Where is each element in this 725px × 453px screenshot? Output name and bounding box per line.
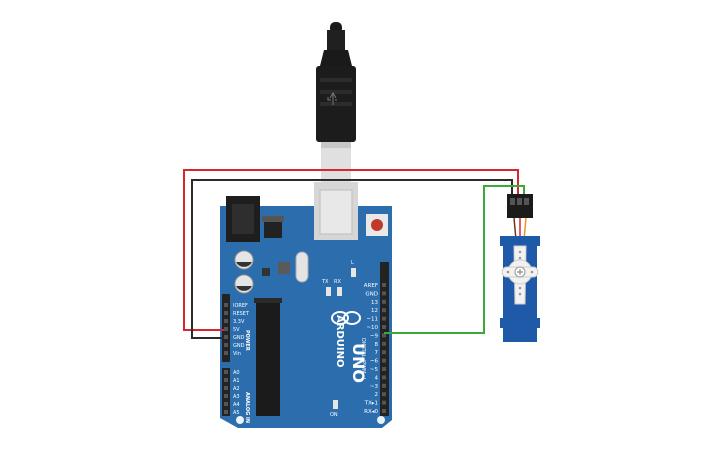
led-l (351, 268, 356, 277)
power-pin[interactable] (224, 311, 228, 315)
digital-pin-label: 4 (375, 375, 379, 381)
digital-pin[interactable] (382, 358, 386, 363)
led-rx (337, 287, 342, 296)
power-pin-label: RESET (233, 311, 250, 317)
analog-pin-label: A2 (233, 386, 240, 392)
digital-pin-label: ~3 (370, 384, 379, 390)
power-pin[interactable] (224, 327, 228, 331)
power-pin[interactable] (224, 343, 228, 347)
power-pin-label: GND (233, 335, 245, 341)
analog-header-label: ANALOG IN (244, 392, 250, 423)
digital-pin[interactable] (382, 400, 386, 405)
wires (183, 169, 525, 339)
led-rx-label: RX (334, 279, 341, 285)
digital-pin[interactable] (382, 291, 386, 296)
power-pin[interactable] (224, 303, 228, 307)
power-pin-label: GND (233, 343, 245, 349)
digital-pin[interactable] (382, 392, 386, 397)
digital-pin[interactable] (382, 341, 386, 346)
power-pin[interactable] (224, 335, 228, 339)
digital-pin[interactable] (382, 308, 386, 313)
usb-symbol-icon (327, 92, 337, 105)
digital-pin[interactable] (382, 383, 386, 388)
led-tx-label: TX (321, 279, 329, 285)
analog-pin[interactable] (224, 370, 228, 374)
analog-pin[interactable] (224, 410, 228, 414)
power-pin-label: 3.3V (233, 319, 245, 325)
led-tx (326, 287, 331, 296)
analog-pin-label: A0 (233, 370, 240, 376)
digital-pin[interactable] (382, 299, 386, 304)
usb-cable[interactable] (316, 22, 356, 182)
analog-pin[interactable] (224, 394, 228, 398)
digital-pin-label: ~6 (370, 359, 379, 365)
crystal-oscillator (295, 251, 309, 283)
digital-pin[interactable] (382, 350, 386, 355)
digital-pin-label: 2 (375, 392, 379, 398)
arduino-logo-icon (331, 311, 361, 325)
digital-pin-label: ~9 (370, 333, 379, 339)
servo-connector[interactable] (507, 194, 533, 218)
digital-pin-label: ~11 (366, 317, 378, 323)
analog-pin-label: A3 (233, 394, 240, 400)
board-brand: ARDUINO (334, 315, 345, 367)
analog-header[interactable] (222, 368, 230, 416)
power-header-label: POWER (244, 330, 250, 351)
led-on (333, 400, 338, 409)
power-pin[interactable] (224, 351, 228, 355)
analog-pin-label: A1 (233, 378, 240, 384)
digital-pin-label: 12 (371, 308, 378, 314)
analog-pin[interactable] (224, 378, 228, 382)
digital-pin[interactable] (382, 375, 386, 380)
digital-pin[interactable] (382, 316, 386, 321)
wire-signal[interactable] (384, 185, 525, 334)
power-pin-label: IOREF (233, 303, 248, 309)
digital-pin-label: 7 (375, 350, 379, 356)
analog-pin-label: A5 (233, 410, 240, 416)
power-pin-label: 5V (233, 327, 240, 333)
analog-pin[interactable] (224, 402, 228, 406)
digital-pin[interactable] (382, 283, 386, 287)
led-on-label: ON (330, 412, 338, 418)
digital-header-label: DIGITAL (PWM~) (360, 338, 366, 380)
digital-header[interactable] (380, 262, 389, 416)
voltage-regulator (264, 222, 282, 238)
analog-pin-label: A4 (233, 402, 240, 408)
atmega-chip (256, 298, 280, 416)
digital-pin-label: RX◂0 (364, 409, 378, 415)
digital-pin-label: ~5 (370, 367, 379, 373)
power-pin-label: Vin (233, 351, 241, 357)
digital-pin[interactable] (382, 333, 386, 338)
digital-pin-label: AREF (364, 283, 378, 289)
wire-5v[interactable] (183, 169, 519, 331)
digital-pin-label: 13 (371, 300, 378, 306)
power-pin[interactable] (224, 319, 228, 323)
digital-pin-label: GND (365, 291, 378, 297)
led-l-label: L (351, 260, 354, 266)
digital-pin-label: 8 (375, 342, 379, 348)
digital-pin-label: ~10 (366, 325, 378, 331)
digital-pin[interactable] (382, 409, 386, 413)
analog-pin[interactable] (224, 386, 228, 390)
arduino-uno-board[interactable]: TX RX L ON ARDUINO UNO IOREF RESET 3.3V 5V G… (220, 182, 392, 428)
digital-pin[interactable] (382, 367, 386, 371)
board-model: UNO (349, 343, 368, 383)
digital-pin-label: TX▸1 (364, 401, 378, 407)
digital-pin[interactable] (382, 325, 386, 329)
micro-servo[interactable] (500, 194, 540, 342)
